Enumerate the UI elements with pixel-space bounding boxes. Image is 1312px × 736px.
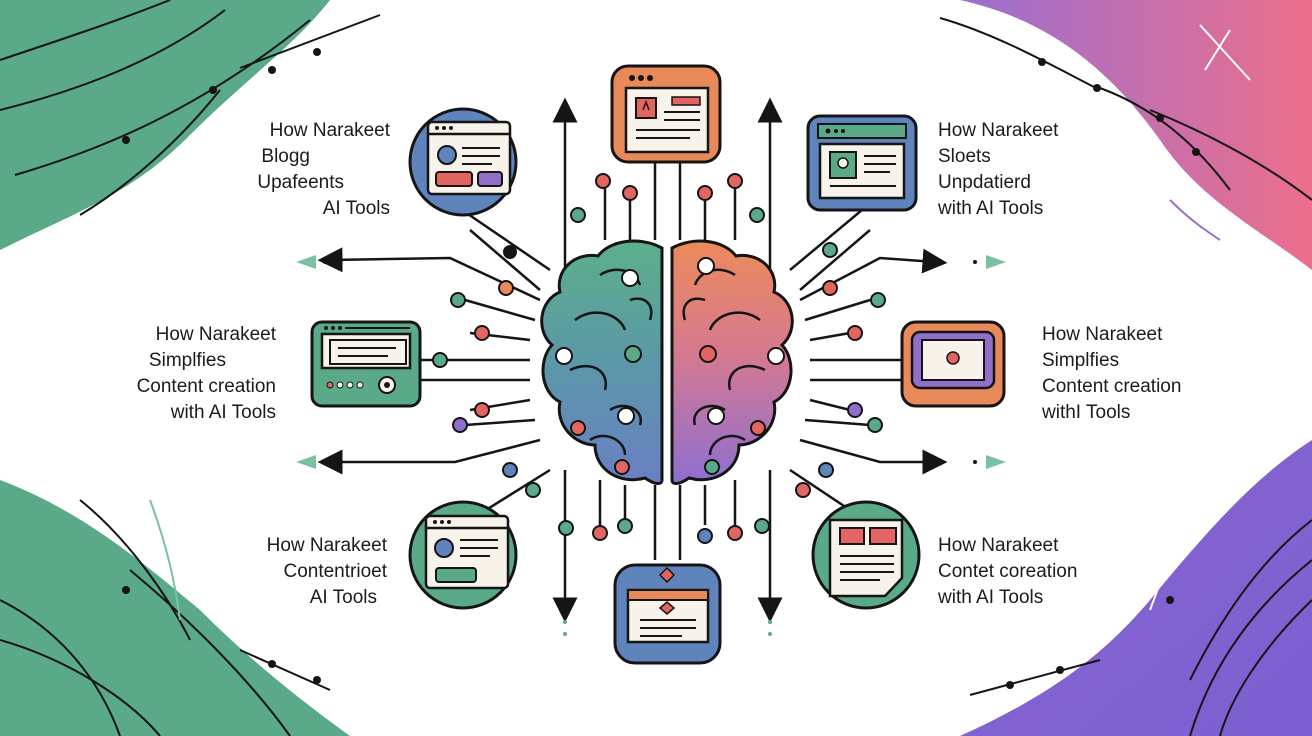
label-line: Content creation (136, 376, 276, 397)
label-line: Sloets (938, 146, 991, 167)
label-line: AI Tools (322, 198, 390, 219)
corner-decoration-bottom-right (960, 440, 1312, 736)
label-top-right: How Narakeet Sloets Unpdatierd with AI T… (938, 118, 1058, 222)
label-bottom-right: How Narakeet Contet coreation with AI To… (938, 533, 1077, 611)
label-line: Simplfies (148, 350, 226, 371)
browser-window-icon-top-left (408, 107, 518, 217)
label-line: with AI Tools (938, 198, 1044, 219)
label-line: How Narakeet (266, 535, 387, 556)
label-line: How Narakeet (269, 120, 390, 141)
label-line: with AI Tools (938, 587, 1044, 608)
document-icon-top (610, 64, 722, 164)
label-line: with AI Tools (170, 402, 276, 423)
corner-decoration-bottom-left (0, 480, 350, 736)
label-line: Unpdatierd (938, 172, 1031, 193)
media-player-icon-left (310, 320, 422, 408)
media-player-icon-right (900, 320, 1006, 408)
document-icon-bottom-right (811, 500, 921, 610)
node-dots (432, 173, 886, 544)
outer-arrows (296, 255, 1006, 636)
label-line: Content creation (1042, 376, 1182, 397)
browser-window-icon-top-right (806, 114, 918, 212)
browser-window-icon-bottom-left (408, 500, 518, 610)
label-top-left: How Narakeet Blogg Upafeents AI Tools (257, 118, 390, 222)
label-line: Contentrioet (283, 561, 387, 582)
label-line: Simplfies (1042, 350, 1120, 371)
brain-icon (540, 239, 794, 485)
label-line: How Narakeet (155, 324, 276, 345)
label-line: How Narakeet (1042, 324, 1163, 345)
label-line: How Narakeet (938, 535, 1059, 556)
label-line: Upafeents (257, 172, 344, 193)
label-line: Blogg (261, 146, 310, 167)
label-line: How Narakeet (938, 120, 1059, 141)
corner-decoration-top-right (939, 0, 1312, 270)
label-bottom-left: How Narakeet Contentrioet AI Tools (267, 533, 387, 611)
brain-left-hemisphere (540, 239, 664, 485)
label-line: withI Tools (1042, 402, 1131, 423)
label-mid-right: How Narakeet Simplfies Content creation … (1042, 322, 1181, 426)
label-line: AI Tools (309, 587, 377, 608)
corner-decoration-top-left (0, 0, 381, 250)
document-icon-bottom (613, 563, 722, 665)
label-mid-left: How Narakeet Simplfies Content creation … (137, 322, 276, 426)
label-line: Contet coreation (938, 561, 1078, 582)
